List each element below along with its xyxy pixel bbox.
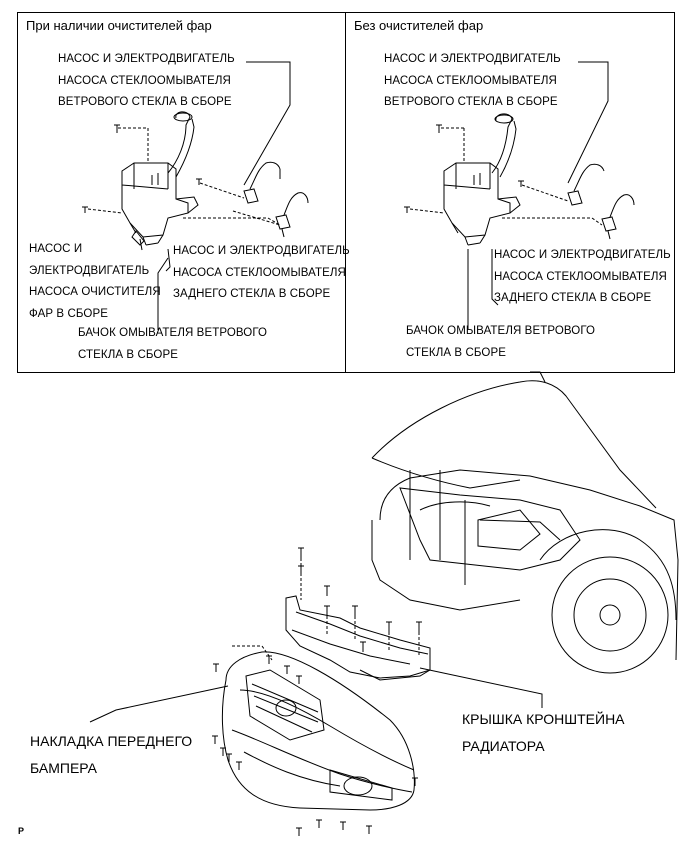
leader-line — [419, 667, 543, 708]
leader-line — [491, 249, 499, 306]
bumper-cover-shape — [221, 651, 415, 811]
leader-line — [157, 257, 169, 330]
vehicle-hood — [371, 380, 657, 509]
leader-line — [165, 248, 171, 272]
panel-title: Без очистителей фар — [354, 18, 484, 33]
bumper-bolts — [212, 655, 418, 836]
radiator-support-cover-shape — [285, 595, 431, 679]
leader-line — [567, 61, 609, 184]
vehicle-wheel — [551, 556, 669, 674]
panel-title: При наличии очистителей фар — [26, 18, 212, 33]
leader-line — [243, 61, 291, 186]
vehicle-body — [379, 469, 679, 661]
fog-lamp — [343, 776, 373, 796]
panel-without-headlamp-cleaners: Без очистителей фар — [345, 12, 675, 373]
cover-bolts — [298, 547, 422, 652]
reference-code: P — [18, 826, 25, 836]
leader-line — [89, 685, 229, 723]
washer-assembly-drawing — [82, 61, 309, 330]
washer-assembly-drawing — [404, 61, 635, 329]
vehicle-headlight — [477, 509, 541, 551]
panel-with-headlamp-cleaners: При наличии очистителей фар — [17, 12, 350, 373]
